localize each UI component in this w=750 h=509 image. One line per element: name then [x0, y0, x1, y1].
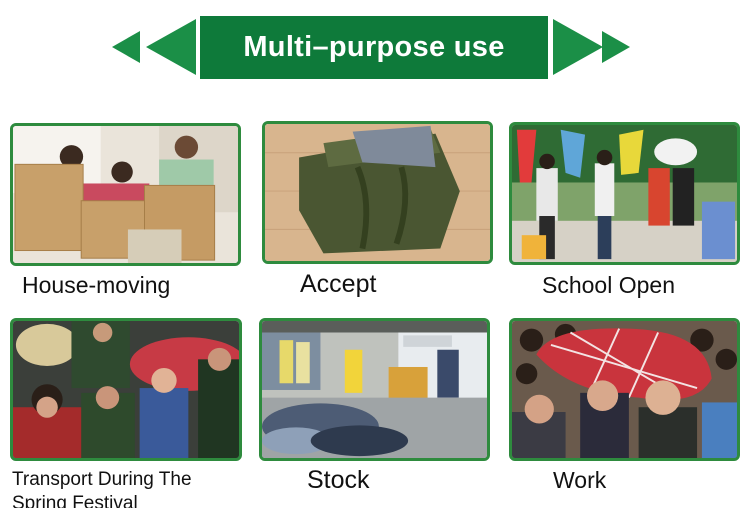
photo-school-open — [509, 122, 740, 265]
left-arrow-small-icon — [112, 31, 140, 63]
right-arrow-large-icon — [553, 19, 603, 75]
label-school-open: School Open — [542, 272, 675, 298]
banner-title: Multi–purpose use — [200, 16, 548, 79]
photo-house-moving — [10, 123, 241, 266]
label-house-moving: House-moving — [22, 272, 171, 298]
photo-stock — [259, 318, 490, 461]
photo-work — [509, 318, 740, 461]
label-work: Work — [553, 467, 607, 493]
label-stock: Stock — [307, 466, 370, 494]
label-accept: Accept — [300, 270, 377, 298]
label-spring-festival: Transport During The Spring Festival — [12, 469, 192, 508]
photo-spring-festival — [10, 318, 242, 461]
right-arrow-small-icon — [602, 31, 630, 63]
photo-accept — [262, 121, 493, 264]
left-arrow-large-icon — [146, 19, 196, 75]
